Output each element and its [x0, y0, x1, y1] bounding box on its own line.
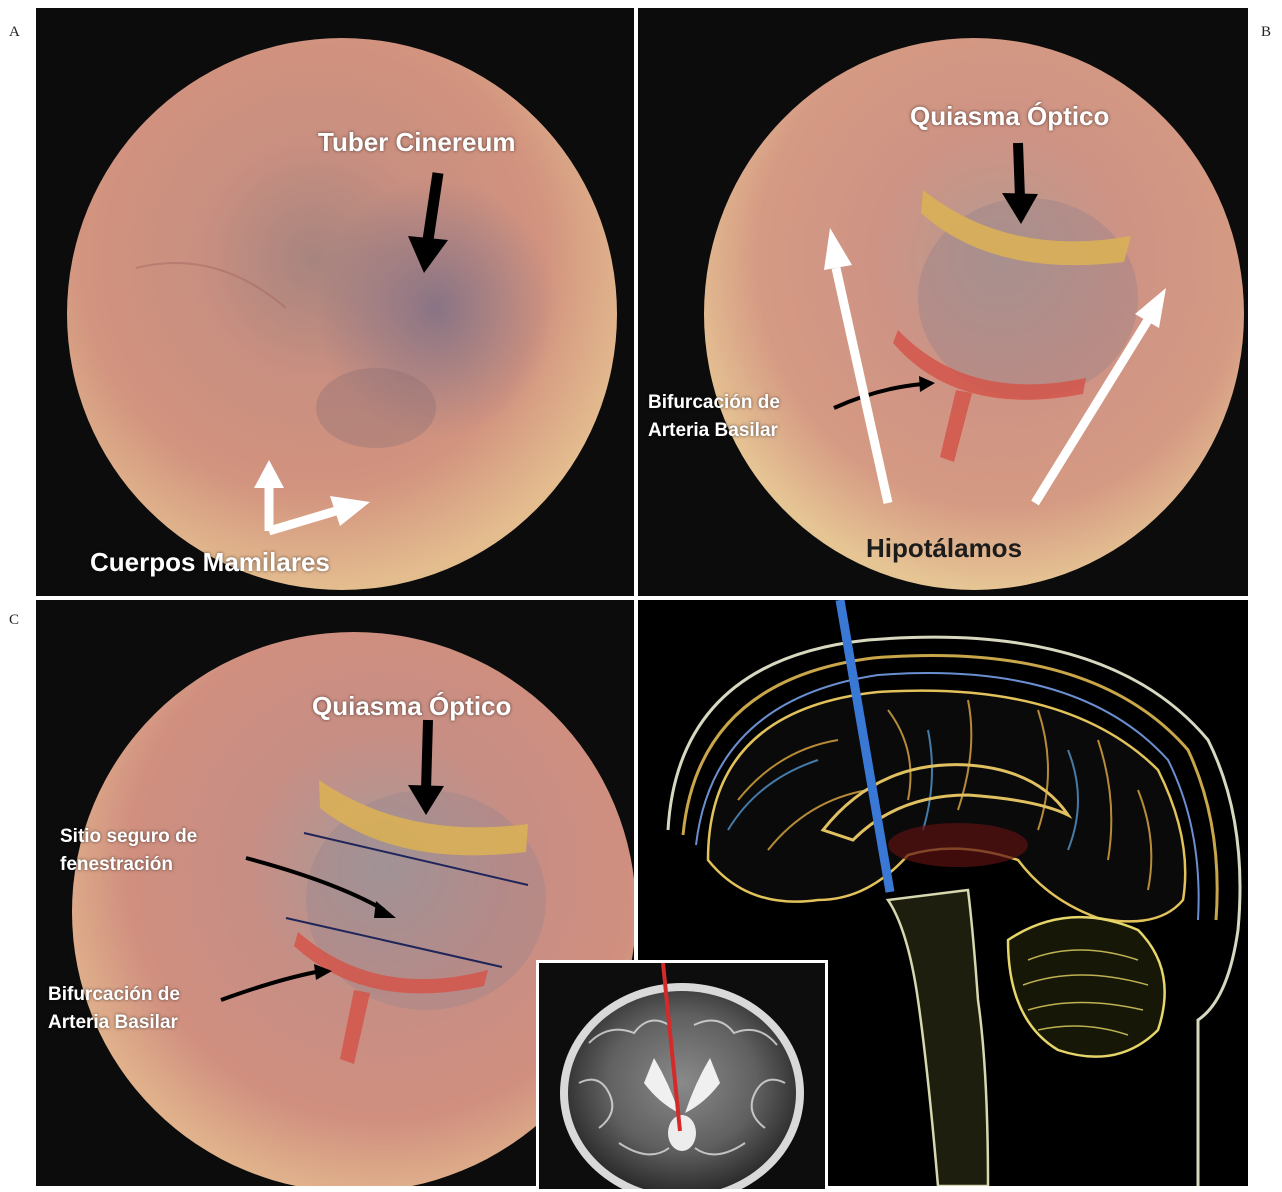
- panel-letter-b: B: [1261, 24, 1271, 41]
- label-tuber-cinereum: Tuber Cinereum: [318, 128, 515, 158]
- label-sitio-seguro-line1: Sitio seguro de: [60, 826, 197, 848]
- panel-letter-a: A: [9, 24, 20, 41]
- label-bifurcacion-c-line1: Bifurcación de: [48, 984, 180, 1006]
- endoscope-circle-b: [638, 8, 1248, 596]
- endoscope-circle-a: [36, 8, 634, 596]
- label-bifurcacion-b-line1: Bifurcación de: [648, 392, 780, 414]
- coronal-mri-image: [539, 963, 825, 1189]
- inset-coronal-mri: [536, 960, 828, 1192]
- label-sitio-seguro-line2: fenestración: [60, 854, 173, 876]
- label-bifurcacion-b-line2: Arteria Basilar: [648, 420, 778, 442]
- label-bifurcacion-c-line2: Arteria Basilar: [48, 1012, 178, 1034]
- label-quiasma-optico-b: Quiasma Óptico: [910, 102, 1109, 132]
- panel-a-endoscopic-view: Tuber Cinereum Cuerpos Mamilares: [36, 8, 634, 596]
- label-hipotalamos: Hipotálamos: [866, 534, 1022, 564]
- panel-letter-c: C: [9, 612, 19, 629]
- panel-b-endoscopic-view: Quiasma Óptico Bifurcación de Arteria Ba…: [638, 8, 1248, 596]
- label-cuerpos-mamilares: Cuerpos Mamilares: [90, 548, 330, 578]
- label-quiasma-optico-c: Quiasma Óptico: [312, 692, 511, 722]
